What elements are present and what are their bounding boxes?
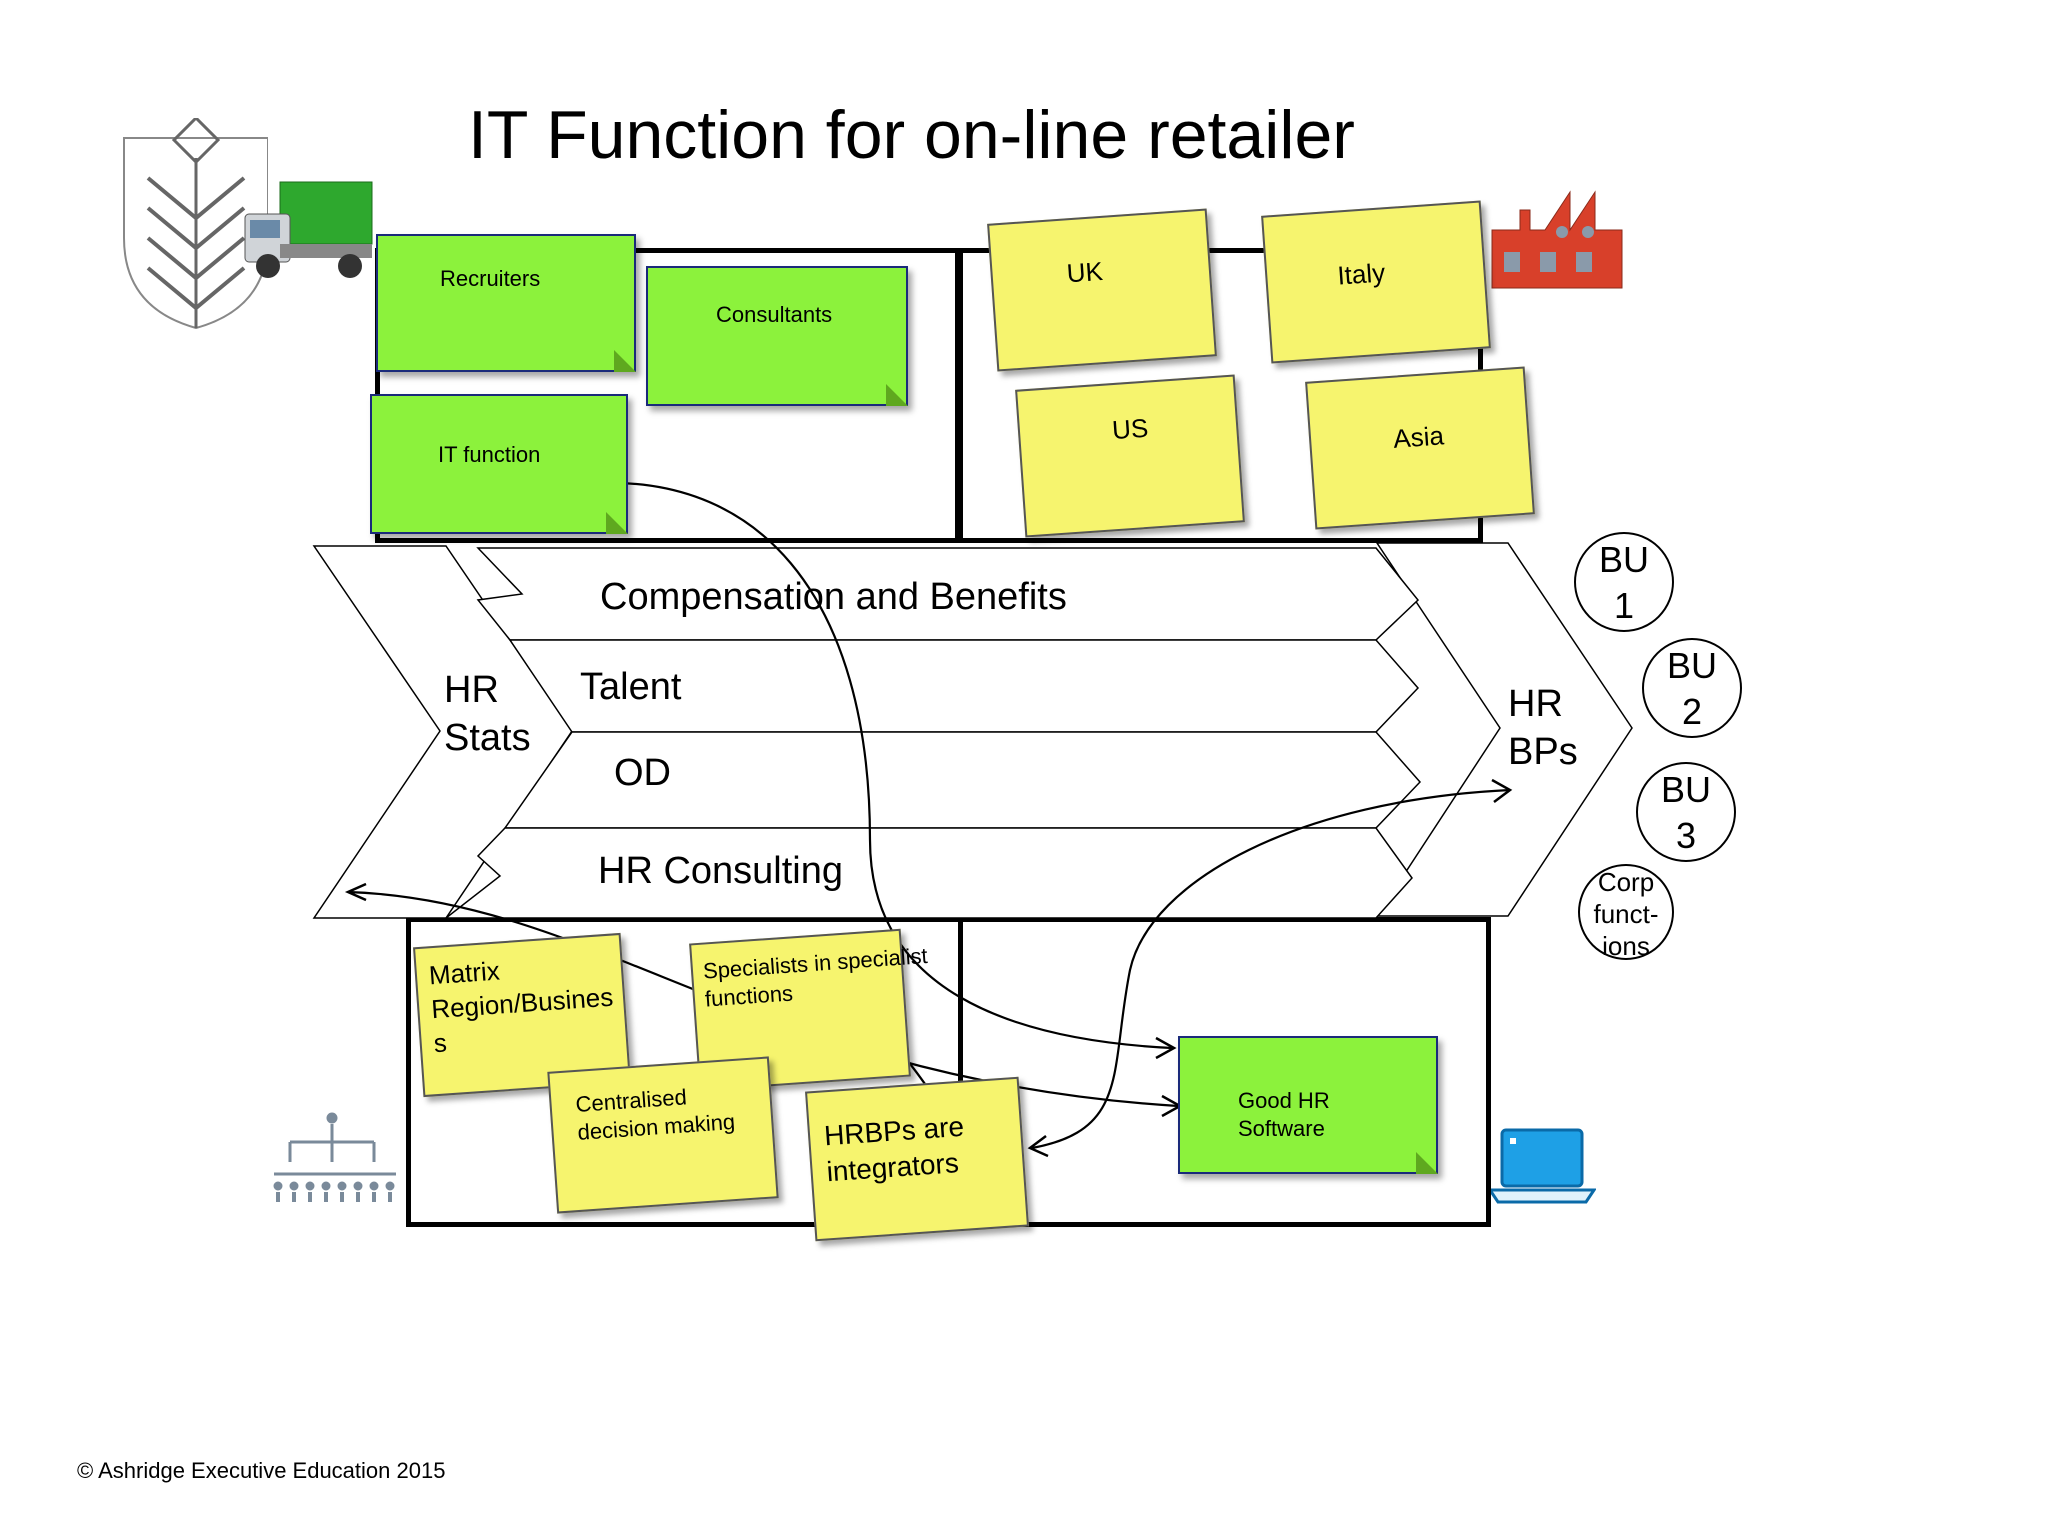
- copyright-footer: © Ashridge Executive Education 2015: [77, 1458, 446, 1483]
- note-recruiters: Recruiters: [376, 234, 636, 372]
- band-talent: [508, 639, 1420, 733]
- factory-icon: [1491, 190, 1623, 289]
- page-title: IT Function for on-line retailer: [468, 97, 1355, 173]
- band-label-od: OD: [614, 752, 671, 794]
- note-good-hr-software: Good HR Software: [1178, 1036, 1438, 1174]
- band-label-talent: Talent: [580, 666, 682, 708]
- bottom-right-frame: [958, 917, 1491, 1227]
- note-it-function: IT function: [370, 394, 628, 534]
- note-centralised: Centralised decision making: [547, 1056, 779, 1214]
- arrow-hrbps-loop: [1031, 788, 1511, 1150]
- note-asia: Asia: [1305, 366, 1535, 530]
- laptop-icon: [1488, 1128, 1596, 1204]
- org-chart-icon: [273, 1112, 396, 1202]
- band-hr-consulting: [443, 827, 1413, 919]
- arrow-it-to-software: [565, 481, 1173, 1050]
- truck-icon: [244, 181, 373, 278]
- band-label-hr-consulting: HR Consulting: [598, 850, 843, 892]
- note-uk: UK: [987, 208, 1217, 372]
- note-italy: Italy: [1261, 200, 1491, 364]
- note-consultants: Consultants: [646, 266, 908, 406]
- band-od: [503, 731, 1422, 829]
- note-hrbps-integrators: HRBPs are integrators: [805, 1076, 1029, 1242]
- hr-bps-chevron: [1375, 542, 1633, 917]
- band-label-compensation: Compensation and Benefits: [600, 576, 1067, 618]
- note-us: US: [1015, 374, 1245, 538]
